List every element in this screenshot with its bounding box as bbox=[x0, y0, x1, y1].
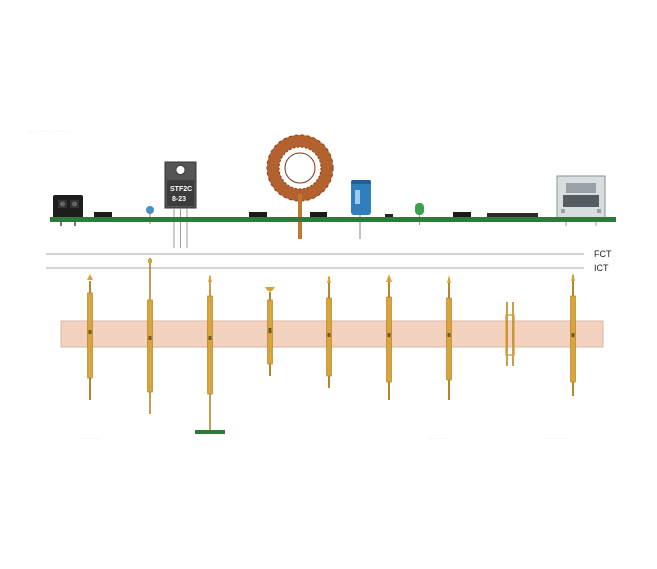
rj45-jack bbox=[556, 175, 606, 226]
voltage-regulator-to220: STF2C 8-23 bbox=[164, 161, 197, 248]
fct-label: FCT bbox=[594, 249, 612, 259]
regulator-marking-line1: STF2C bbox=[170, 186, 192, 193]
pcb-board bbox=[50, 217, 616, 222]
test-probe-point-medium bbox=[570, 273, 576, 396]
test-probe-point-medium bbox=[446, 275, 452, 400]
test-probe-point-extra-long bbox=[195, 274, 225, 434]
bottom-left-caption: · · · · · · · bbox=[80, 436, 100, 442]
electrolytic-capacitor bbox=[351, 180, 371, 239]
bottom-right-caption: · · · · · · · · bbox=[544, 436, 567, 442]
toroid-inductor bbox=[266, 134, 334, 239]
smd-ic bbox=[94, 212, 112, 218]
fixture-plate bbox=[60, 320, 604, 348]
ict-label: ICT bbox=[594, 263, 609, 273]
test-probe-crown-short bbox=[87, 274, 93, 400]
test-probes bbox=[87, 258, 576, 434]
top-caption: · · · · · · · · · · · · · · bbox=[28, 129, 70, 135]
regulator-marking-line2: 8-23 bbox=[172, 196, 186, 203]
connector-strip bbox=[487, 213, 538, 218]
smd-ic bbox=[310, 212, 327, 218]
terminal-block bbox=[53, 195, 83, 226]
test-probe-needle-long bbox=[147, 258, 153, 414]
test-probe-cup-short bbox=[265, 287, 275, 376]
smd-ic bbox=[249, 212, 267, 218]
bottom-center-caption: · · · · · · · · bbox=[428, 436, 451, 442]
pcb-assembly: STF2C 8-23 bbox=[50, 134, 616, 248]
smd-resistor bbox=[385, 214, 393, 219]
test-probe-fork-short bbox=[505, 302, 515, 366]
test-probe-point-medium bbox=[326, 275, 332, 388]
test-probe-crown-medium bbox=[386, 274, 392, 400]
smd-ic bbox=[453, 212, 471, 218]
